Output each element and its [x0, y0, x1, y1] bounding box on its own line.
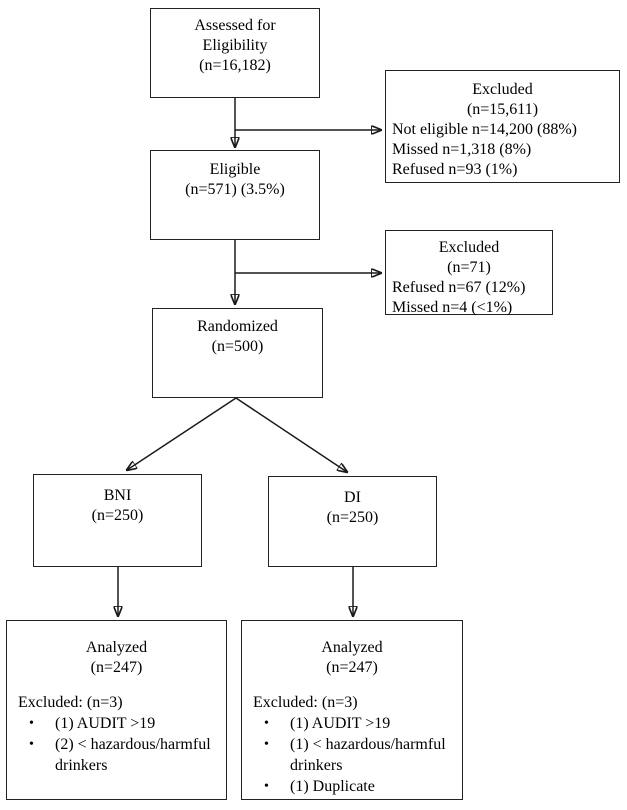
- bullet-text: (1) AUDIT >19: [55, 715, 156, 732]
- excluded-label: Excluded: (n=3): [18, 694, 123, 711]
- box-text-line: BNI: [103, 487, 132, 504]
- box-text-line: (n=247): [90, 659, 143, 676]
- box-randomized: Randomized (n=500): [152, 308, 323, 398]
- box-text-line: DI: [344, 489, 361, 506]
- box-text-line: Excluded: [472, 81, 533, 98]
- box-text-line: Excluded: [438, 239, 500, 256]
- box-text-line: Eligibility: [202, 37, 268, 54]
- bullet-icon: •: [29, 737, 34, 752]
- box-bni-arm: BNI (n=250): [33, 474, 202, 567]
- box-assessed-for-eligibility: Assessed for Eligibility (n=16,182): [150, 8, 320, 98]
- bullet-icon: •: [264, 716, 269, 731]
- box-text-line: (n=71): [447, 259, 491, 276]
- arrow-randomized-to-di: [235, 397, 347, 472]
- bullet-text: (1) < hazardous/harmful drinkers: [290, 736, 446, 774]
- box-text-line: (n=571) (3.5%): [185, 181, 285, 198]
- list-item: • (1) < hazardous/harmful drinkers: [253, 734, 460, 776]
- box-eligible: Eligible (n=571) (3.5%): [150, 150, 320, 240]
- box-text-line: Missed n=1,318 (8%): [392, 141, 532, 158]
- box-text-line: Randomized: [197, 318, 278, 335]
- list-item: • (1) AUDIT >19: [253, 713, 460, 734]
- bullet-icon: •: [29, 716, 34, 731]
- box-text-line: Analyzed: [85, 639, 148, 656]
- arrow-randomized-to-bni: [127, 397, 237, 470]
- bullet-text: (2) < hazardous/harmful drinkers: [55, 736, 211, 774]
- box-text-line: (n=250): [326, 509, 379, 526]
- box-text-line: (n=500): [211, 338, 264, 355]
- box-text-line: (n=15,611): [466, 101, 539, 118]
- box-excluded-pre-randomization: Excluded (n=71) Refused n=67 (12%) Misse…: [385, 230, 553, 316]
- box-text-line: Refused n=67 (12%): [392, 279, 526, 296]
- box-text-line: Not eligible n=14,200 (88%): [392, 121, 577, 138]
- excluded-label: Excluded: (n=3): [253, 694, 358, 711]
- box-text-line: Assessed for: [194, 17, 276, 34]
- box-text-line: Eligible: [209, 161, 261, 178]
- list-item: • (2) < hazardous/harmful drinkers: [18, 734, 224, 776]
- list-item: • (1) AUDIT >19: [18, 713, 224, 734]
- bullet-icon: •: [264, 779, 269, 794]
- box-text-line: Missed n=4 (<1%): [392, 299, 513, 316]
- bullet-text: (1) Duplicate: [290, 778, 375, 795]
- box-di-arm: DI (n=250): [268, 476, 437, 567]
- bullet-icon: •: [264, 737, 269, 752]
- bullet-text: (1) AUDIT >19: [290, 715, 391, 732]
- box-analyzed-di: Analyzed (n=247) Excluded: (n=3) • (1) A…: [241, 620, 463, 800]
- box-text-line: Refused n=93 (1%): [392, 161, 518, 178]
- list-item: • (1) Duplicate: [253, 776, 460, 797]
- box-text-line: (n=247): [326, 659, 378, 676]
- box-text-line: (n=16,182): [199, 57, 271, 74]
- box-text-line: Analyzed: [321, 639, 383, 656]
- box-analyzed-bni: Analyzed (n=247) Excluded: (n=3) • (1) A…: [6, 620, 227, 800]
- box-text-line: (n=250): [91, 507, 144, 524]
- box-excluded-pre-eligibility: Excluded (n=15,611) Not eligible n=14,20…: [385, 70, 620, 183]
